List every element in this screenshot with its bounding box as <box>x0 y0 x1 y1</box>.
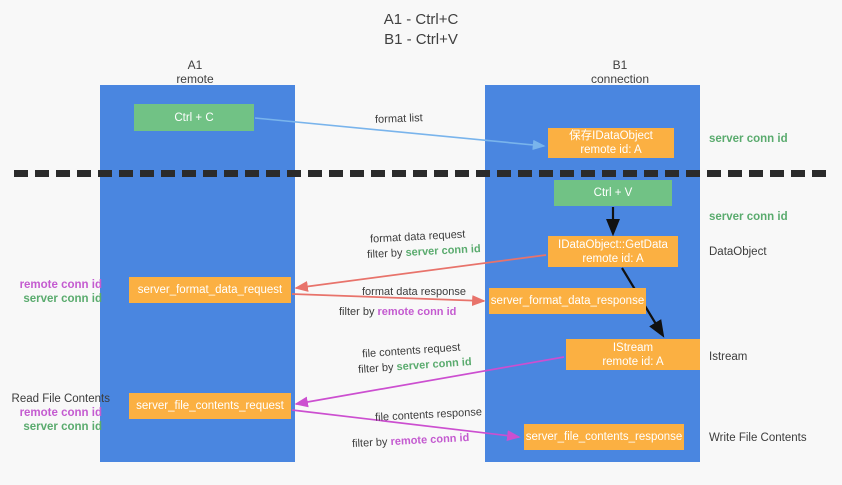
label-dataobject: DataObject <box>709 246 767 258</box>
arrow-file-contents-response <box>291 409 521 441</box>
arrow-format-data-request <box>294 254 547 292</box>
caption-format-data-response: format data response <box>362 286 466 298</box>
label-server-conn-id-upper: server conn id <box>23 293 102 305</box>
box-getdata-remote-id: remote id: A <box>582 252 644 265</box>
label-server-conn-id-top: server conn id <box>709 133 788 145</box>
box-server-format-data-response-label: server_format_data_response <box>490 295 645 307</box>
label-left-conn-ids-lower: remote conn id server conn id <box>6 406 102 434</box>
column-b1-sub: connection <box>590 72 650 86</box>
label-istream: Istream <box>709 351 748 363</box>
box-istream-remote-id: remote id: A <box>602 355 664 368</box>
title-line-1: A1 - Ctrl+C <box>383 11 459 28</box>
caption-filter-value-server-conn-id: server conn id <box>405 243 481 259</box>
box-ctrl-v[interactable]: Ctrl + V <box>554 180 672 206</box>
caption-filter-prefix: filter by <box>351 436 391 451</box>
box-server-file-contents-response-label: server_file_contents_response <box>525 431 683 443</box>
page-title: A1 - Ctrl+C B1 - Ctrl+V <box>0 10 842 50</box>
label-read-file-contents: Read File Contents <box>11 393 110 405</box>
box-ctrl-c-label: Ctrl + C <box>174 111 214 124</box>
box-ctrl-c[interactable]: Ctrl + C <box>134 104 254 131</box>
column-b1-name: B1 <box>612 58 628 72</box>
column-a1-sub: remote <box>176 72 214 86</box>
box-istream-label: IStream <box>612 341 654 354</box>
label-server-conn-id-mid: server conn id <box>709 211 788 223</box>
caption-filter-prefix: filter by <box>357 361 397 376</box>
column-header-a1: A1 remote <box>120 58 270 86</box>
box-getdata-label: IDataObject::GetData <box>558 238 668 251</box>
column-a1-name: A1 <box>187 58 203 72</box>
box-idataobject-getdata[interactable]: IDataObject::GetData remote id: A <box>548 236 678 267</box>
box-idataobject[interactable]: 保存IDataObject remote id: A <box>548 128 674 158</box>
arrow-format-list <box>254 117 546 151</box>
phase-divider <box>14 170 826 177</box>
caption-filter-value-remote-conn-id: remote conn id <box>377 306 457 318</box>
title-line-2: B1 - Ctrl+V <box>384 31 458 48</box>
caption-format-list: format list <box>374 112 423 126</box>
box-istream[interactable]: IStream remote id: A <box>566 339 700 370</box>
arrow-format-data-response <box>291 293 486 307</box>
label-left-conn-ids-upper: remote conn id server conn id <box>6 278 102 306</box>
label-write-file-contents: Write File Contents <box>709 432 807 444</box>
box-idataobject-label: 保存IDataObject <box>569 130 653 142</box>
box-idataobject-remote-id: remote id: A <box>580 144 642 156</box>
label-remote-conn-id-upper: remote conn id <box>19 279 102 291</box>
box-server-format-data-request[interactable]: server_format_data_request <box>129 277 291 303</box>
box-ctrl-v-label: Ctrl + V <box>593 187 633 199</box>
box-server-file-contents-request[interactable]: server_file_contents_request <box>129 393 291 419</box>
column-header-b1: B1 connection <box>520 58 720 86</box>
box-server-format-data-response[interactable]: server_format_data_response <box>489 288 646 314</box>
caption-format-data-response-filter: filter by remote conn id <box>339 305 456 319</box>
caption-filter-prefix: filter by <box>339 306 378 318</box>
caption-filter-prefix: filter by <box>366 246 406 261</box>
box-server-file-contents-response[interactable]: server_file_contents_response <box>524 424 684 450</box>
box-server-file-contents-request-label: server_file_contents_request <box>136 400 284 412</box>
label-remote-conn-id-lower: remote conn id <box>19 407 102 419</box>
label-server-conn-id-lower: server conn id <box>23 421 102 433</box>
arrow-file-contents-request <box>294 356 565 408</box>
box-server-format-data-request-label: server_format_data_request <box>137 284 283 296</box>
